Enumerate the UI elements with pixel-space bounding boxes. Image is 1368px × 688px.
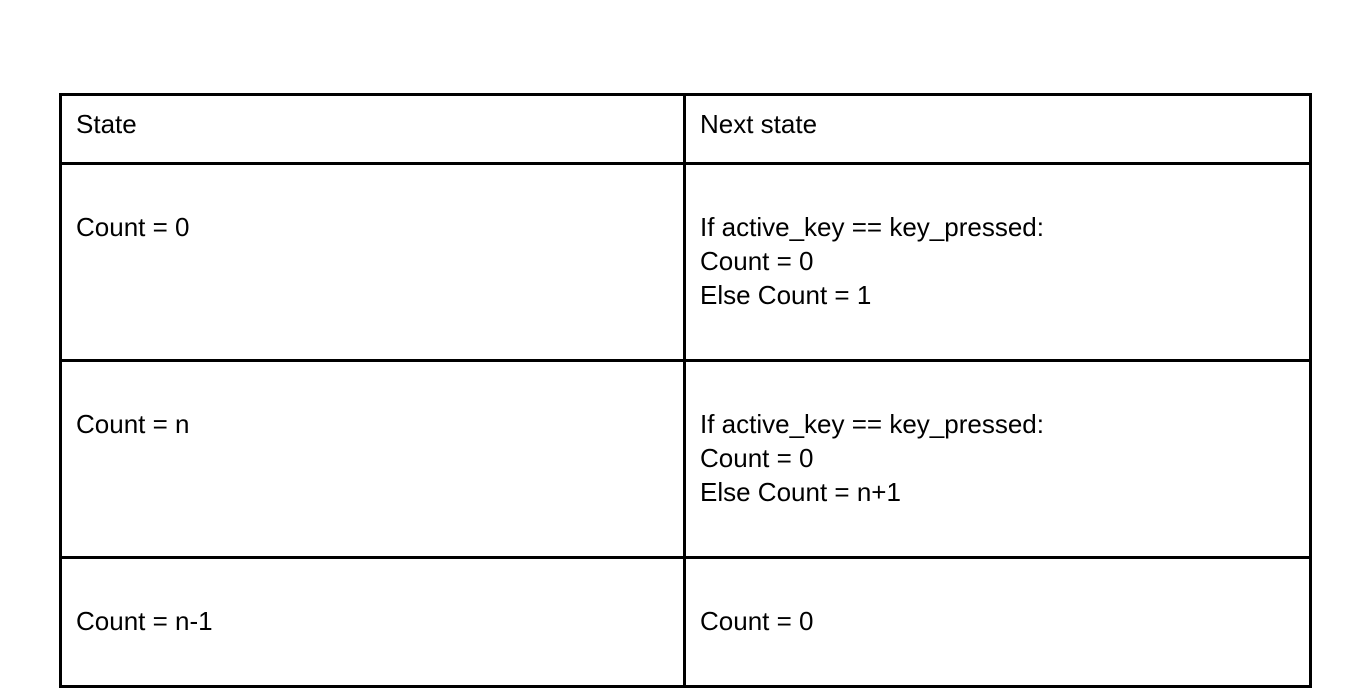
cell-state-text: Count = n [76,409,190,439]
cell-state-text: Count = 0 [76,212,190,242]
cell-next-state: Count = 0 [683,556,1312,688]
table-row: Count = 0 If active_key == key_pressed: … [59,162,1312,362]
cell-next-state: If active_key == key_pressed: Count = 0 … [683,162,1312,362]
column-header-next-state: Next state [683,93,1312,165]
cell-next-state-text: If active_key == key_pressed: Count = 0 … [700,409,1044,507]
cell-next-state-text: If active_key == key_pressed: Count = 0 … [700,212,1044,310]
column-header-state: State [59,93,686,165]
table-header: State Next state [59,93,1312,165]
cell-state: Count = 0 [59,162,686,362]
state-transition-table: State Next state Count = 0 If active_key… [59,93,1312,688]
table-header-row: State Next state [59,93,1312,165]
cell-state: Count = n-1 [59,556,686,688]
page-canvas: State Next state Count = 0 If active_key… [59,93,1312,688]
table-body: Count = 0 If active_key == key_pressed: … [59,162,1312,688]
cell-state: Count = n [59,359,686,559]
table-row: Count = n-1 Count = 0 [59,556,1312,688]
cell-state-text: Count = n-1 [76,606,213,636]
cell-next-state-text: Count = 0 [700,606,814,636]
table-row: Count = n If active_key == key_pressed: … [59,359,1312,559]
